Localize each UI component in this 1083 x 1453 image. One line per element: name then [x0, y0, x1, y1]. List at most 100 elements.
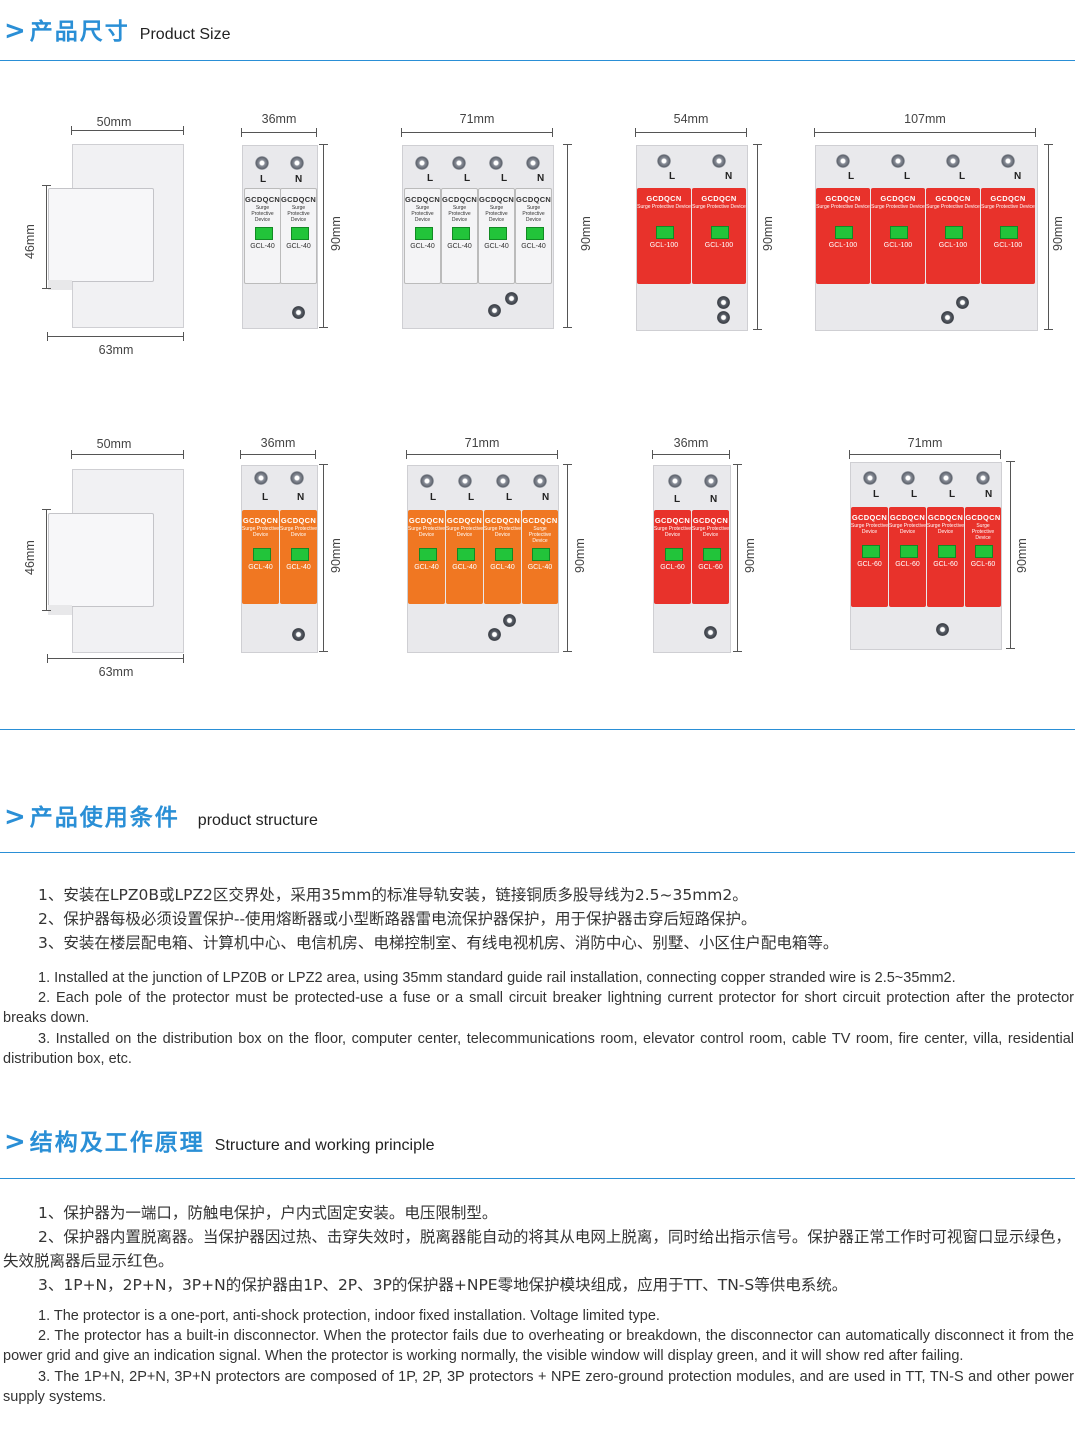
dim-device-height: 90mm [573, 538, 587, 573]
dim-arrow [635, 128, 747, 137]
chevron-right-icon: > [4, 802, 26, 832]
divider [0, 1178, 1075, 1179]
pole-label: N [1014, 171, 1022, 182]
ground-screw-icon [503, 614, 516, 627]
dim-device-width: 36mm [261, 112, 297, 126]
model-label: GCL-60 [895, 561, 920, 568]
device-subtitle: Surge Protective Device [981, 204, 1035, 210]
pole-label: N [295, 174, 303, 185]
brand-label: GCDQCN [408, 516, 445, 525]
terminal-screw-icon [891, 154, 905, 168]
chevron-right-icon: > [4, 1127, 26, 1157]
terminal-screw-icon [415, 156, 429, 170]
side-view-diagram [48, 140, 188, 330]
status-window [945, 226, 963, 239]
pole-label: N [537, 173, 545, 184]
section-title-en: Product Size [139, 26, 231, 43]
status-window [899, 545, 918, 558]
section-title-cn: 产品使用条件 [29, 805, 180, 831]
model-label: GCL-40 [250, 243, 275, 250]
dim-arrow [1044, 144, 1053, 330]
divider [0, 60, 1075, 61]
dim-arrow [753, 144, 762, 330]
device-subtitle: Surge Protective Device [692, 526, 729, 538]
paragraph-en: 1. The protector is a one-port, anti-sho… [38, 1308, 660, 1324]
terminal-screw-icon [496, 474, 510, 488]
device-subtitle: Surge Protective Device [971, 523, 995, 541]
dim-device-width: 107mm [904, 112, 946, 126]
pole-label: L [430, 492, 437, 503]
device-subtitle: Surge Protective Device [485, 205, 508, 223]
paragraph-cn: 1、安装在LPZ0B或LPZ2区交界处，采用35mm的标准导轨安装，链接铜质多股… [38, 886, 748, 904]
dim-arrow [319, 144, 328, 328]
status-window [525, 227, 544, 240]
terminal-screw-icon [863, 471, 877, 485]
status-window [418, 548, 437, 561]
pole-label: N [985, 489, 993, 500]
dim-device-width: 54mm [673, 112, 709, 126]
brand-label: GCDQCN [851, 513, 888, 522]
device-subtitle: Surge Protective Device [408, 526, 445, 538]
ground-screw-icon [941, 311, 954, 324]
ground-screw-icon [704, 626, 717, 639]
status-window [451, 227, 470, 240]
module-face: GCDQCN Surge Protective Device GCL-40 [280, 188, 317, 284]
terminal-screw-icon [976, 471, 990, 485]
dim-arrow [652, 450, 730, 459]
device-subtitle: Surge Protective Device [251, 205, 274, 223]
model-label: GCL-40 [527, 564, 553, 571]
pole-label: L [260, 174, 267, 185]
chevron-right-icon: > [4, 16, 26, 46]
brand-label: GCDQCN [242, 516, 279, 525]
dim-arrow [401, 128, 553, 137]
paragraph-en: 3. The 1P+N, 2P+N, 3P+N protectors are c… [3, 1368, 1074, 1405]
device-subtitle: Surge Protective Device [242, 526, 279, 538]
pole-label: L [674, 494, 681, 505]
dim-arrow [241, 128, 317, 137]
paragraph-en: 2. Each pole of the protector must be pr… [3, 990, 1074, 1027]
pole-label: L [262, 492, 269, 503]
model-label: GCL-40 [490, 564, 515, 571]
brand-label: GCDQCN [442, 195, 478, 204]
paragraph-cn: 3、安装在楼层配电箱、计算机中心、电信机房、电梯控制室、有线电视机房、消防中心、… [38, 934, 839, 952]
model-label: GCL-100 [704, 242, 734, 249]
model-label: GCL-40 [452, 564, 477, 571]
ground-screw-icon [956, 296, 969, 309]
dim-arrow [849, 450, 1001, 459]
brand-label: GCDQCN [281, 195, 317, 204]
terminal-screw-icon [946, 154, 960, 168]
dim-arrow [42, 509, 51, 611]
model-label: GCL-40 [286, 243, 311, 250]
brand-label: GCDQCN [654, 516, 691, 525]
pole-label: L [669, 171, 676, 182]
paragraph-en: 1. Installed at the junction of LPZ0B or… [38, 970, 956, 986]
divider [0, 852, 1075, 853]
terminal-screw-icon [458, 474, 472, 488]
model-label: GCL-100 [828, 242, 858, 249]
paragraph-en: 3. Installed on the distribution box on … [3, 1030, 1074, 1067]
dim-side-width: 50mm [96, 115, 132, 129]
dim-device-height: 90mm [1051, 216, 1065, 251]
device-subtitle: Surge Protective Device [927, 523, 964, 535]
pole-label: L [427, 173, 434, 184]
status-window [456, 548, 475, 561]
dim-device-width: 36mm [260, 436, 296, 450]
device-subtitle: Surge Protective Device [816, 204, 870, 210]
terminal-screw-icon [657, 154, 671, 168]
device-subtitle: Surge Protective Device [287, 205, 310, 223]
status-window [290, 227, 309, 240]
model-label: GCL-100 [883, 242, 913, 249]
paragraph-cn: 1、保护器为一端口，防触电保护，户内式固定安装。电压限制型。 [38, 1204, 498, 1222]
status-window [975, 545, 993, 558]
device-1p-n-grey: L N GCDQCN Surge Protective Device GCL-4… [242, 145, 318, 329]
brand-label: GCDQCN [889, 513, 926, 522]
dim-arrow [1006, 461, 1015, 649]
model-label: GCL-100 [649, 242, 679, 249]
dim-arrow [71, 126, 184, 135]
section-title-cn: 结构及工作原理 [29, 1130, 205, 1156]
